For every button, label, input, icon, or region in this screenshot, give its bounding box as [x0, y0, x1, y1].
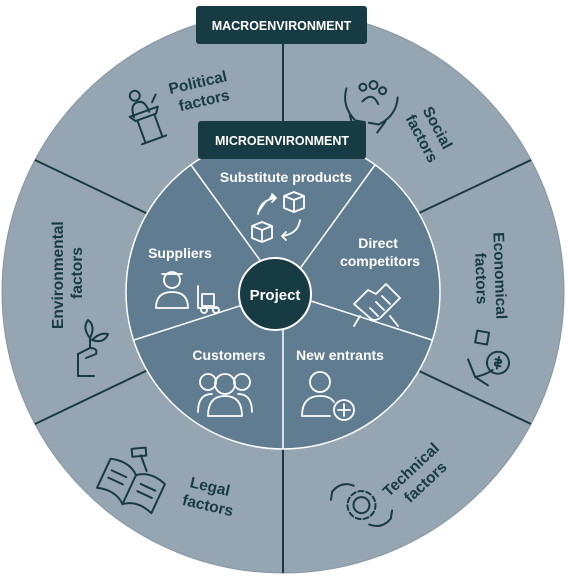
entrants-label: New entrants [296, 347, 384, 363]
hand-plant-icon [77, 319, 109, 377]
boxes-exchange-icon [251, 191, 305, 243]
project-center [238, 257, 312, 331]
economical-label: Economical factors [470, 232, 509, 325]
macro-box [196, 6, 367, 44]
macro-label: MACROENVIRONMENT [212, 19, 352, 33]
customers-label: Customers [192, 347, 265, 363]
user-group-icon [197, 373, 253, 417]
micro-label: MICROENVIRONMENT [215, 134, 349, 148]
environmental-label: Environmental factors [50, 217, 86, 329]
suppliers-label: Suppliers [148, 245, 212, 261]
hand-money-icon [467, 329, 510, 387]
gear-hands-icon [329, 483, 394, 527]
substitute-label: Substitute products [220, 169, 352, 185]
law-book-gavel-icon [95, 446, 166, 515]
delivery-worker-icon [155, 271, 220, 314]
user-add-icon [301, 371, 355, 421]
handshake-icon [353, 283, 401, 327]
micro-box [198, 121, 366, 159]
center-label: Project [250, 287, 301, 304]
hands-people-icon [344, 80, 399, 134]
podium-speaker-icon [128, 89, 168, 146]
competitors-label: Direct competitors [340, 235, 420, 269]
